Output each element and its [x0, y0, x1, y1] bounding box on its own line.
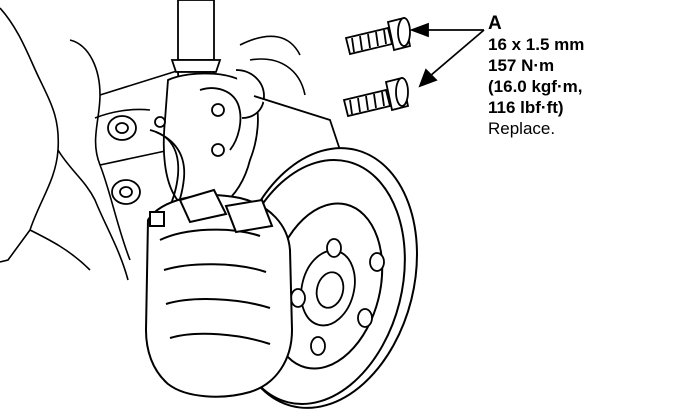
callout-letter: A [488, 13, 502, 34]
knuckle-nuts [107, 115, 166, 205]
wheel-hub [290, 238, 385, 356]
torque-kgfm-label: (16.0 kgf·m, [488, 77, 583, 96]
upper-flange-bolt [344, 16, 412, 56]
flange-bolts [342, 16, 412, 118]
bolt-size-label: 16 x 1.5 mm [488, 35, 585, 54]
body-frame [0, 7, 306, 281]
brake-caliper [144, 188, 294, 398]
replace-note: Replace. [488, 119, 556, 138]
torque-nm-label: 157 N·m [488, 56, 555, 75]
torque-lbfft-label: 116 lbf·ft) [488, 98, 564, 117]
torque-spec-callout: A 16 x 1.5 mm 157 N·m (16.0 kgf·m, 116 l… [488, 14, 684, 139]
lower-flange-bolt [342, 76, 410, 118]
steering-knuckle [162, 69, 341, 212]
callout-arrows [409, 22, 485, 88]
